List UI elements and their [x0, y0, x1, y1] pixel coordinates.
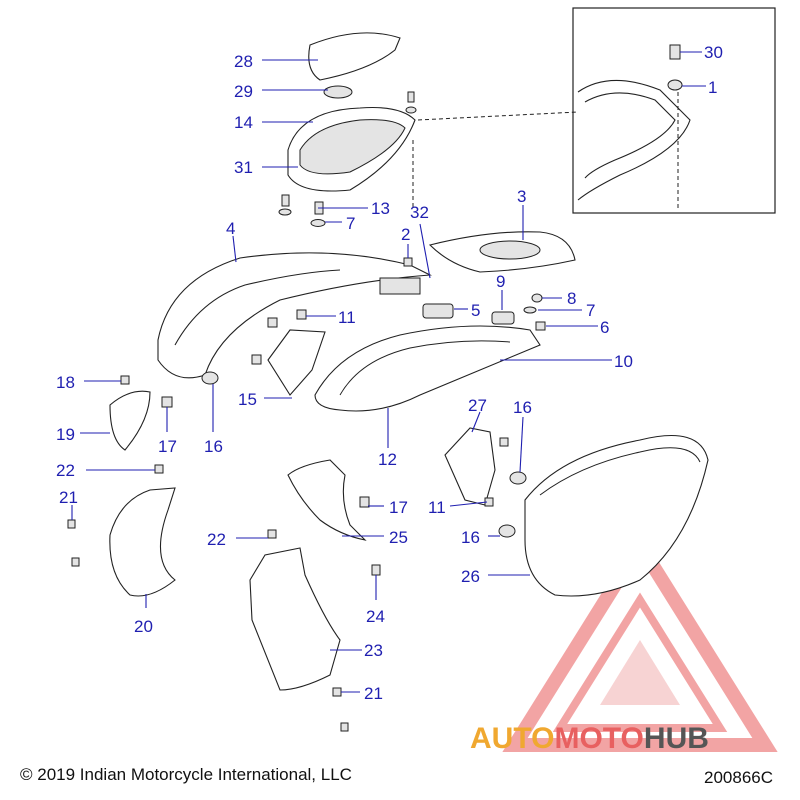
- callout-15: 15: [238, 390, 257, 409]
- part-16-grommet-c: [498, 524, 516, 538]
- part-17-clip-b: [359, 496, 370, 508]
- part-23-cover: [249, 547, 341, 691]
- part-7-washer-a: [310, 219, 326, 227]
- part-8-nut: [531, 293, 543, 303]
- part-9-pad: [491, 311, 515, 325]
- callout-18: 18: [56, 373, 75, 392]
- part-12-bracket: [314, 325, 541, 412]
- part-2-clip: [403, 257, 413, 267]
- callout-20: 20: [134, 617, 153, 636]
- watermark-logo: [502, 531, 778, 752]
- part-6-bolt: [535, 321, 546, 331]
- watermark-hub: HUB: [644, 722, 709, 755]
- callout-28: 28: [234, 52, 253, 71]
- watermark-auto: AUTO: [470, 722, 554, 755]
- callout-4: 4: [226, 219, 235, 238]
- callout-13: 13: [371, 199, 390, 218]
- watermark-text: AUTOMOTOHUB: [470, 722, 709, 755]
- callout-26: 26: [461, 567, 480, 586]
- callout-17-mid: 17: [389, 498, 408, 517]
- inset-detail: [572, 7, 776, 214]
- part-29-clip: [323, 85, 353, 99]
- callout-6: 6: [600, 318, 609, 337]
- callout-7-top: 7: [346, 214, 355, 233]
- callout-17-left: 17: [158, 437, 177, 456]
- callout-labels: 28 29 14 31 13 7 32 2 3 4 9 8 7 11 5 6 1…: [56, 43, 723, 703]
- part-16-grommet-a: [201, 371, 219, 385]
- part-24-screw: [371, 564, 381, 576]
- callout-16-right-bottom: 16: [461, 528, 480, 547]
- callout-12: 12: [378, 450, 397, 469]
- part-22-nut-a: [154, 464, 164, 474]
- leader-lines: [71, 51, 706, 693]
- diagram-code: 200866C: [704, 768, 773, 787]
- callout-10: 10: [614, 352, 633, 371]
- callout-2: 2: [401, 225, 410, 244]
- part-15-bracket: [267, 329, 326, 396]
- part-18-screw: [120, 375, 130, 385]
- callout-19: 19: [56, 425, 75, 444]
- callout-22-left: 22: [56, 461, 75, 480]
- part-19-cover: [109, 390, 151, 451]
- part-31-seat-cowl: [287, 106, 416, 192]
- callout-25: 25: [389, 528, 408, 547]
- callout-21-bottom: 21: [364, 684, 383, 703]
- part-20-bracket: [109, 487, 176, 597]
- callout-31: 31: [234, 158, 253, 177]
- part-28-pad: [308, 32, 401, 81]
- copyright-text: © 2019 Indian Motorcycle International, …: [20, 765, 352, 784]
- part-25-bracket: [287, 459, 367, 541]
- part-26-saddlebag: [524, 434, 709, 597]
- part-11-bolt-a: [296, 309, 307, 320]
- callout-21-left: 21: [59, 488, 78, 507]
- callout-22-mid: 22: [207, 530, 226, 549]
- callout-1: 1: [708, 78, 717, 97]
- callout-8: 8: [567, 289, 576, 308]
- part-5-pad: [422, 303, 454, 319]
- part-22-nut-b: [267, 529, 277, 539]
- part-32-latch: [379, 277, 421, 295]
- callout-32: 32: [410, 203, 429, 222]
- callout-9: 9: [496, 272, 505, 291]
- callout-11-right: 11: [428, 498, 446, 517]
- mid-bolts: [251, 317, 278, 365]
- watermark-moto: MOTO: [554, 722, 643, 755]
- part-21-screw-a: [67, 519, 80, 567]
- part-7-washer-b: [523, 306, 537, 314]
- callout-24: 24: [366, 607, 385, 626]
- callout-23: 23: [364, 641, 383, 660]
- callout-16-right-top: 16: [513, 398, 532, 417]
- top-left-screw: [278, 194, 292, 216]
- inset-screw: [669, 44, 681, 60]
- callout-5: 5: [471, 301, 480, 320]
- inset-leader: [417, 111, 579, 121]
- part-17-clip-a: [161, 396, 173, 408]
- callout-29: 29: [234, 82, 253, 101]
- part-27-bracket: [444, 427, 496, 506]
- callout-27: 27: [468, 396, 487, 415]
- callout-7-right: 7: [586, 301, 595, 320]
- part-21-screw-b: [332, 687, 349, 732]
- callout-14: 14: [234, 113, 253, 132]
- part-16-grommet-b: [509, 471, 527, 485]
- callout-3: 3: [517, 187, 526, 206]
- inset-washer: [667, 79, 683, 91]
- top-right-screw: [405, 91, 417, 114]
- part-3-trim: [428, 231, 576, 273]
- inset-cowl-inner: [584, 92, 676, 179]
- callout-11-mid: 11: [338, 308, 356, 327]
- callout-16-left: 16: [204, 437, 223, 456]
- callout-30: 30: [704, 43, 723, 62]
